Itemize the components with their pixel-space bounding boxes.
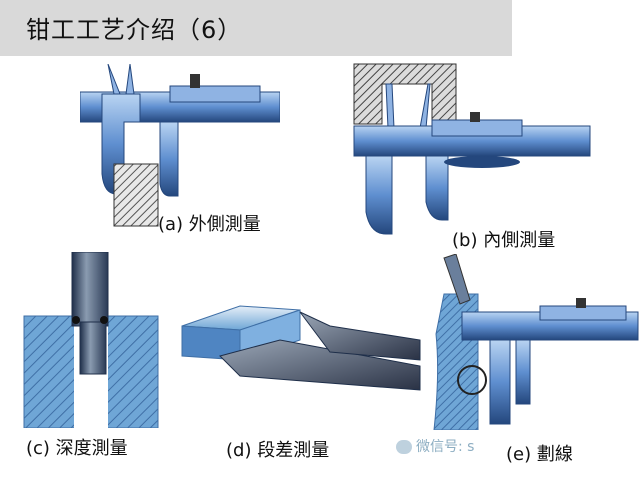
step-measurement-illustration (181, 305, 421, 391)
panel-scribing (430, 254, 640, 430)
caliper-inside-illustration (353, 63, 591, 235)
watermark-text: 微信号: s (416, 439, 475, 455)
wechat-icon (396, 440, 412, 454)
page-title: 钳工工艺介绍（6） (26, 16, 243, 44)
caption-d: (d) 段差測量 (226, 440, 330, 461)
title-bar: 钳工工艺介绍（6） (0, 0, 512, 56)
wechat-watermark: 微信号: s (396, 436, 474, 456)
caption-c: (c) 深度測量 (26, 438, 128, 459)
caption-a: (a) 外側測量 (158, 214, 261, 235)
depth-gauge-illustration (23, 252, 159, 428)
panel-step-measurement: (d) 段差測量 (180, 296, 430, 461)
scribing-illustration (433, 254, 639, 430)
panel-depth-measurement: (c) 深度測量 (20, 252, 180, 459)
panel-outside-measurement: (a) 外側測量 (80, 64, 280, 235)
caption-e: (e) 劃線 (506, 444, 573, 465)
caliper-outside-illustration (80, 64, 280, 227)
caption-b: (b) 內側測量 (452, 230, 556, 251)
panel-inside-measurement: (b) 內側測量 (352, 62, 592, 251)
